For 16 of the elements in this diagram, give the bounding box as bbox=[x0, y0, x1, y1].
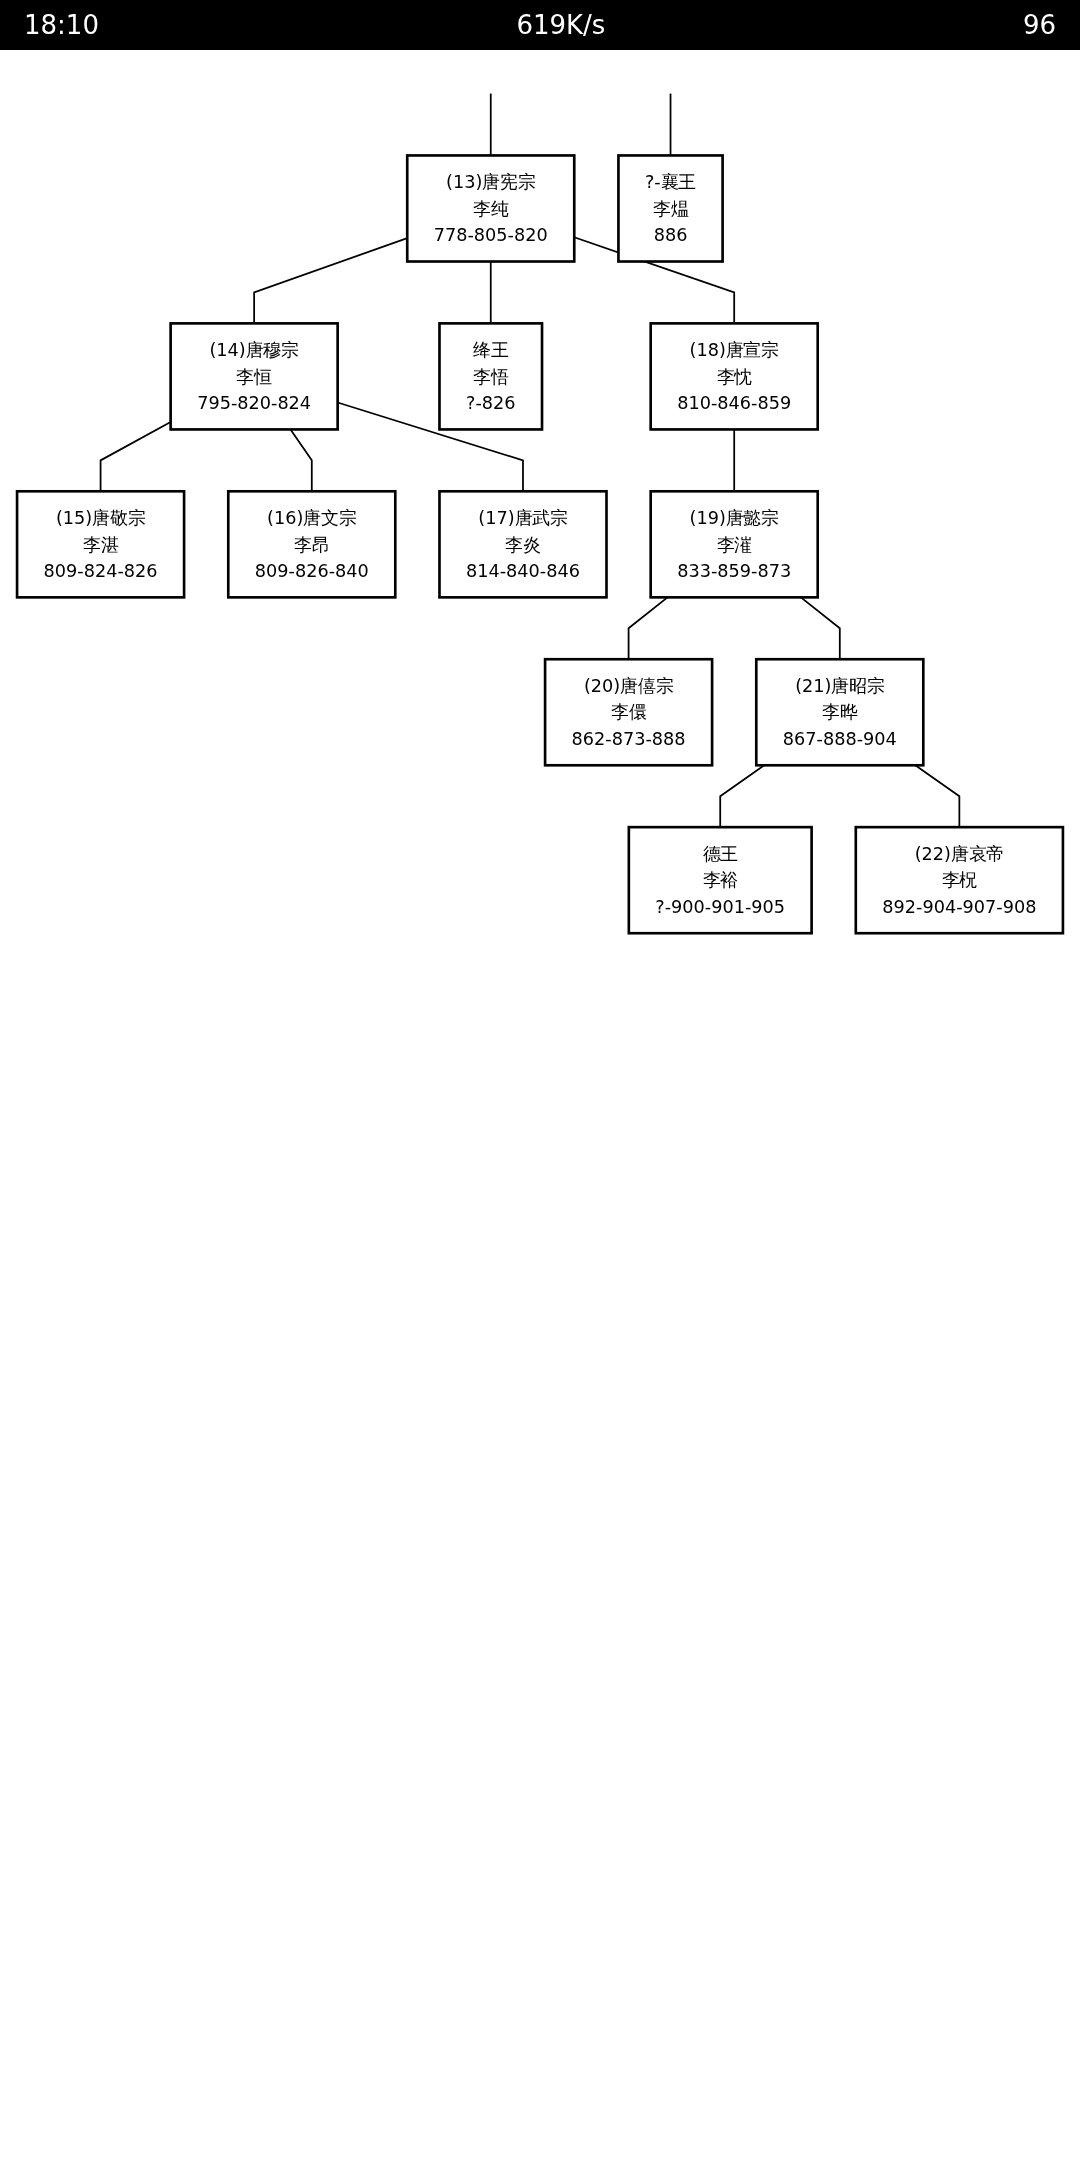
status-bar-text: 619K/s bbox=[516, 10, 606, 40]
node-box: (21)唐昭宗 李晔 867-888-904 bbox=[754, 657, 925, 767]
node-box: (13)唐宪宗 李纯 778-805-820 bbox=[405, 154, 576, 263]
status-bar-text: 18:10 bbox=[24, 10, 99, 40]
node-box: 德王 李裕 ?-900-901-905 bbox=[627, 825, 813, 935]
node-box: (22)唐哀帝 李柷 892-904-907-908 bbox=[854, 825, 1065, 935]
node-box: 绛王 李悟 ?-826 bbox=[438, 322, 544, 431]
node-box: (20)唐僖宗 李儇 862-873-888 bbox=[543, 657, 714, 767]
node-box: (19)唐懿宗 李漼 833-859-873 bbox=[649, 489, 820, 599]
node-box: (14)唐穆宗 李恒 795-820-824 bbox=[169, 322, 339, 431]
node-box: ?-襄王 李煴 886 bbox=[617, 154, 724, 263]
node-box: (15)唐敬宗 李湛 809-824-826 bbox=[15, 489, 186, 599]
node-box: (16)唐文宗 李昂 809-826-840 bbox=[226, 489, 397, 599]
node-box: (18)唐宣宗 李忱 810-846-859 bbox=[649, 322, 820, 431]
status-bar-text: 96 bbox=[1022, 10, 1056, 40]
node-box: (17)唐武宗 李炎 814-840-846 bbox=[438, 489, 608, 599]
